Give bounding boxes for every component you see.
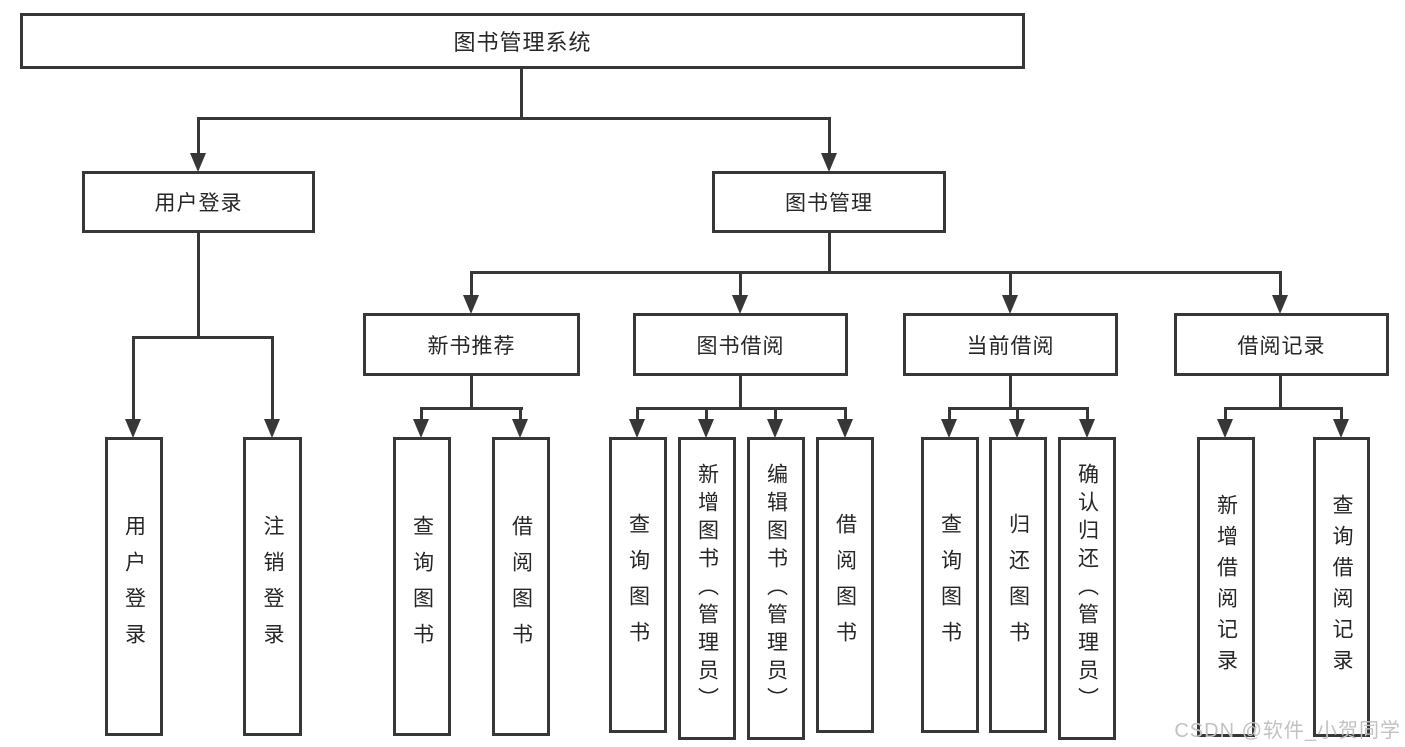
node-borrowing-records: 借阅记录: [1174, 313, 1389, 376]
arrow-down-icon: [1217, 419, 1233, 438]
node-label: 新书推荐: [427, 334, 516, 358]
leaf-borrow-books-borrowing: 借阅图书: [816, 437, 874, 733]
connector-line: [1009, 374, 1012, 410]
connector-line: [197, 117, 200, 155]
connector-line: [271, 336, 274, 421]
arrow-down-icon: [512, 419, 528, 438]
node-label: 注销登录: [261, 514, 284, 659]
node-user-login: 用户登录: [82, 171, 315, 233]
arrow-down-icon: [1009, 419, 1025, 438]
connector-line: [739, 374, 742, 410]
node-label: 借阅图书: [833, 513, 857, 657]
arrow-down-icon: [767, 419, 783, 438]
leaf-query-books-recommend: 查询图书: [393, 437, 451, 736]
connector-line: [519, 407, 522, 422]
arrow-down-icon: [837, 419, 853, 438]
node-label: 新增借阅记录: [1214, 494, 1238, 680]
arrow-down-icon: [732, 295, 748, 314]
connector-line: [132, 336, 135, 421]
leaf-query-books-current: 查询图书: [921, 437, 979, 733]
connector-line: [470, 374, 473, 410]
leaf-query-books-borrowing: 查询图书: [609, 437, 667, 733]
connector-line: [470, 271, 473, 298]
arrow-down-icon: [413, 419, 429, 438]
node-label: 编辑图书（管理员）: [764, 462, 788, 715]
node-label: 借阅记录: [1237, 334, 1326, 358]
connector-line: [636, 407, 639, 422]
connector-line: [774, 407, 777, 422]
connector-line: [420, 407, 523, 410]
arrow-down-icon: [463, 295, 479, 314]
node-label: 图书管理系统: [453, 30, 592, 55]
node-label: 查询借阅记录: [1330, 494, 1353, 680]
leaf-return-book: 归还图书: [989, 437, 1047, 733]
node-label: 用户登录: [122, 514, 146, 659]
node-label: 借阅图书: [509, 514, 533, 659]
connector-line: [705, 407, 708, 422]
leaf-query-borrow-record: 查询借阅记录: [1313, 437, 1370, 737]
connector-line: [132, 336, 274, 339]
connector-line: [1279, 374, 1282, 410]
connector-line: [828, 117, 831, 155]
connector-line: [1224, 407, 1227, 422]
node-label: 查询图书: [626, 513, 650, 657]
node-label: 图书借阅: [696, 334, 785, 358]
leaf-add-book-admin: 新增图书（管理员）: [678, 437, 736, 740]
connector-line: [636, 407, 847, 410]
arrow-down-icon: [125, 419, 141, 438]
connector-line: [197, 231, 200, 337]
node-current-borrowing: 当前借阅: [903, 313, 1118, 376]
connector-line: [1224, 407, 1343, 410]
connector-line: [739, 271, 742, 298]
connector-line: [420, 407, 423, 422]
leaf-user-login: 用户登录: [105, 437, 163, 736]
arrow-down-icon: [1079, 419, 1095, 438]
arrow-down-icon: [941, 419, 957, 438]
connector-line: [1009, 271, 1012, 298]
node-book-management: 图书管理: [712, 171, 946, 233]
leaf-edit-book-admin: 编辑图书（管理员）: [747, 437, 805, 740]
leaf-borrow-books-recommend: 借阅图书: [492, 437, 550, 736]
connector-line: [1086, 407, 1089, 422]
node-label: 当前借阅: [966, 334, 1055, 358]
connector-line: [948, 407, 951, 422]
csdn-watermark: CSDN @软件_小贺同学: [1174, 720, 1401, 742]
connector-line: [470, 271, 1282, 274]
arrow-down-icon: [1333, 419, 1349, 438]
node-new-book-recommendation: 新书推荐: [363, 313, 580, 376]
connector-line: [1340, 407, 1343, 422]
node-label: 确认归还（管理员）: [1075, 462, 1099, 715]
arrow-down-icon: [629, 419, 645, 438]
node-label: 归还图书: [1006, 513, 1030, 657]
leaf-add-borrow-record: 新增借阅记录: [1197, 437, 1255, 737]
node-book-borrowing: 图书借阅: [633, 313, 848, 376]
connector-line: [520, 67, 523, 120]
leaf-logout: 注销登录: [243, 437, 302, 736]
connector-line: [197, 117, 831, 120]
node-label: 查询图书: [410, 514, 434, 659]
arrow-down-icon: [1002, 295, 1018, 314]
connector-line: [828, 231, 831, 274]
arrow-down-icon: [1272, 295, 1288, 314]
node-label: 新增图书（管理员）: [695, 462, 719, 715]
node-label: 图书管理: [785, 192, 873, 215]
arrow-down-icon: [190, 153, 206, 172]
arrow-down-icon: [264, 419, 280, 438]
connector-line: [1279, 271, 1282, 298]
arrow-down-icon: [821, 153, 837, 172]
arrow-down-icon: [698, 419, 714, 438]
connector-line: [844, 407, 847, 422]
connector-line: [1016, 407, 1019, 422]
leaf-confirm-return-admin: 确认归还（管理员）: [1058, 437, 1116, 740]
node-library-management-system: 图书管理系统: [20, 13, 1025, 69]
node-label: 查询图书: [938, 513, 962, 657]
node-label: 用户登录: [154, 192, 243, 215]
